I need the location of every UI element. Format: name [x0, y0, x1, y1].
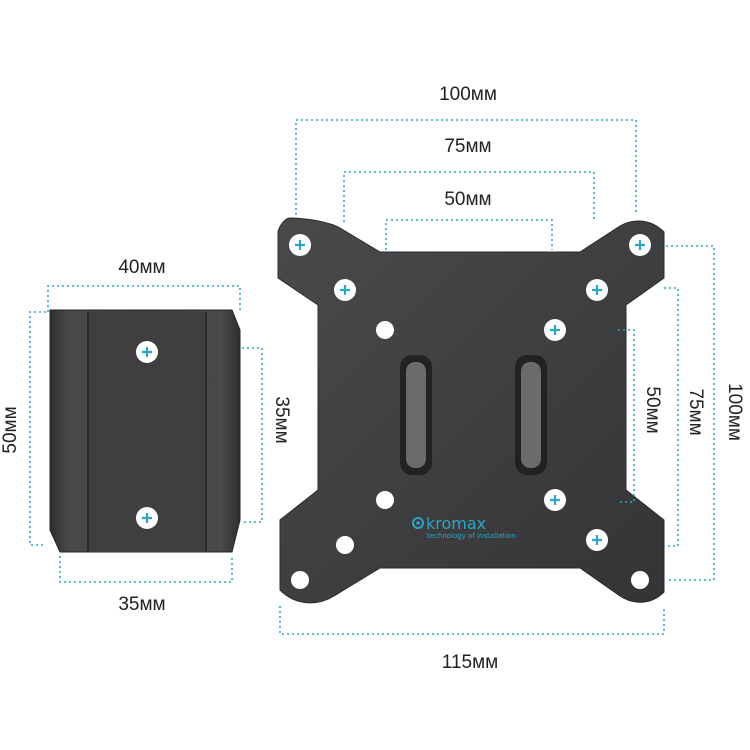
plus-icon [134, 339, 160, 365]
wall-bracket [49, 309, 241, 553]
dim-line-40 [47, 285, 241, 312]
plus-icon [627, 232, 653, 258]
dim-label-35-bottom: 35мм [118, 594, 165, 615]
dim-label-35-right: 35мм [271, 396, 292, 443]
dim-label-40: 40мм [118, 257, 165, 278]
dim-line-75-top [343, 171, 595, 222]
dimension-labels: 40мм 35мм 50мм 35мм 100мм 75мм 50мм 50мм… [0, 84, 745, 673]
plus-icon [332, 277, 358, 303]
vesa-plate: kromax technology of installation [277, 217, 665, 604]
dim-line-35-right [242, 347, 263, 523]
plus-icon [542, 487, 568, 513]
plus-icon [584, 277, 610, 303]
plus-icon [287, 232, 313, 258]
dim-label-75-top: 75мм [444, 136, 491, 157]
dim-line-50-side [618, 329, 635, 503]
plate-hole [336, 536, 354, 554]
plus-icon [584, 527, 610, 553]
dim-line-100-top [295, 119, 637, 215]
dim-label-75-side: 75мм [685, 388, 706, 435]
dim-line-35-bottom [59, 556, 233, 583]
dim-label-50-top: 50мм [444, 189, 491, 210]
plate-body [277, 217, 665, 604]
plate-hole [376, 491, 394, 509]
dim-label-100-side: 100мм [724, 383, 745, 441]
dim-label-115-bottom: 115мм [442, 652, 498, 673]
dim-line-75-side [664, 287, 679, 547]
brand-tagline: technology of installation [427, 532, 516, 540]
plate-slot-left [400, 355, 432, 475]
dim-line-115-bottom [279, 606, 665, 635]
dim-label-100-top: 100мм [439, 84, 497, 105]
dim-line-100-side [666, 245, 715, 581]
dim-line-50-top [385, 219, 553, 250]
plate-hole [631, 571, 649, 589]
dim-line-50-left [29, 311, 46, 546]
plate-slot-right [515, 355, 547, 475]
plate-hole [291, 571, 309, 589]
dim-label-50-left: 50мм [0, 406, 21, 453]
plus-icon [134, 505, 160, 531]
kromax-logo-icon [412, 517, 424, 529]
dimension-lines [29, 119, 715, 635]
brand-name: kromax [426, 514, 486, 533]
dim-label-50-side: 50мм [642, 386, 663, 433]
plate-hole [376, 321, 394, 339]
plus-icon [542, 317, 568, 343]
